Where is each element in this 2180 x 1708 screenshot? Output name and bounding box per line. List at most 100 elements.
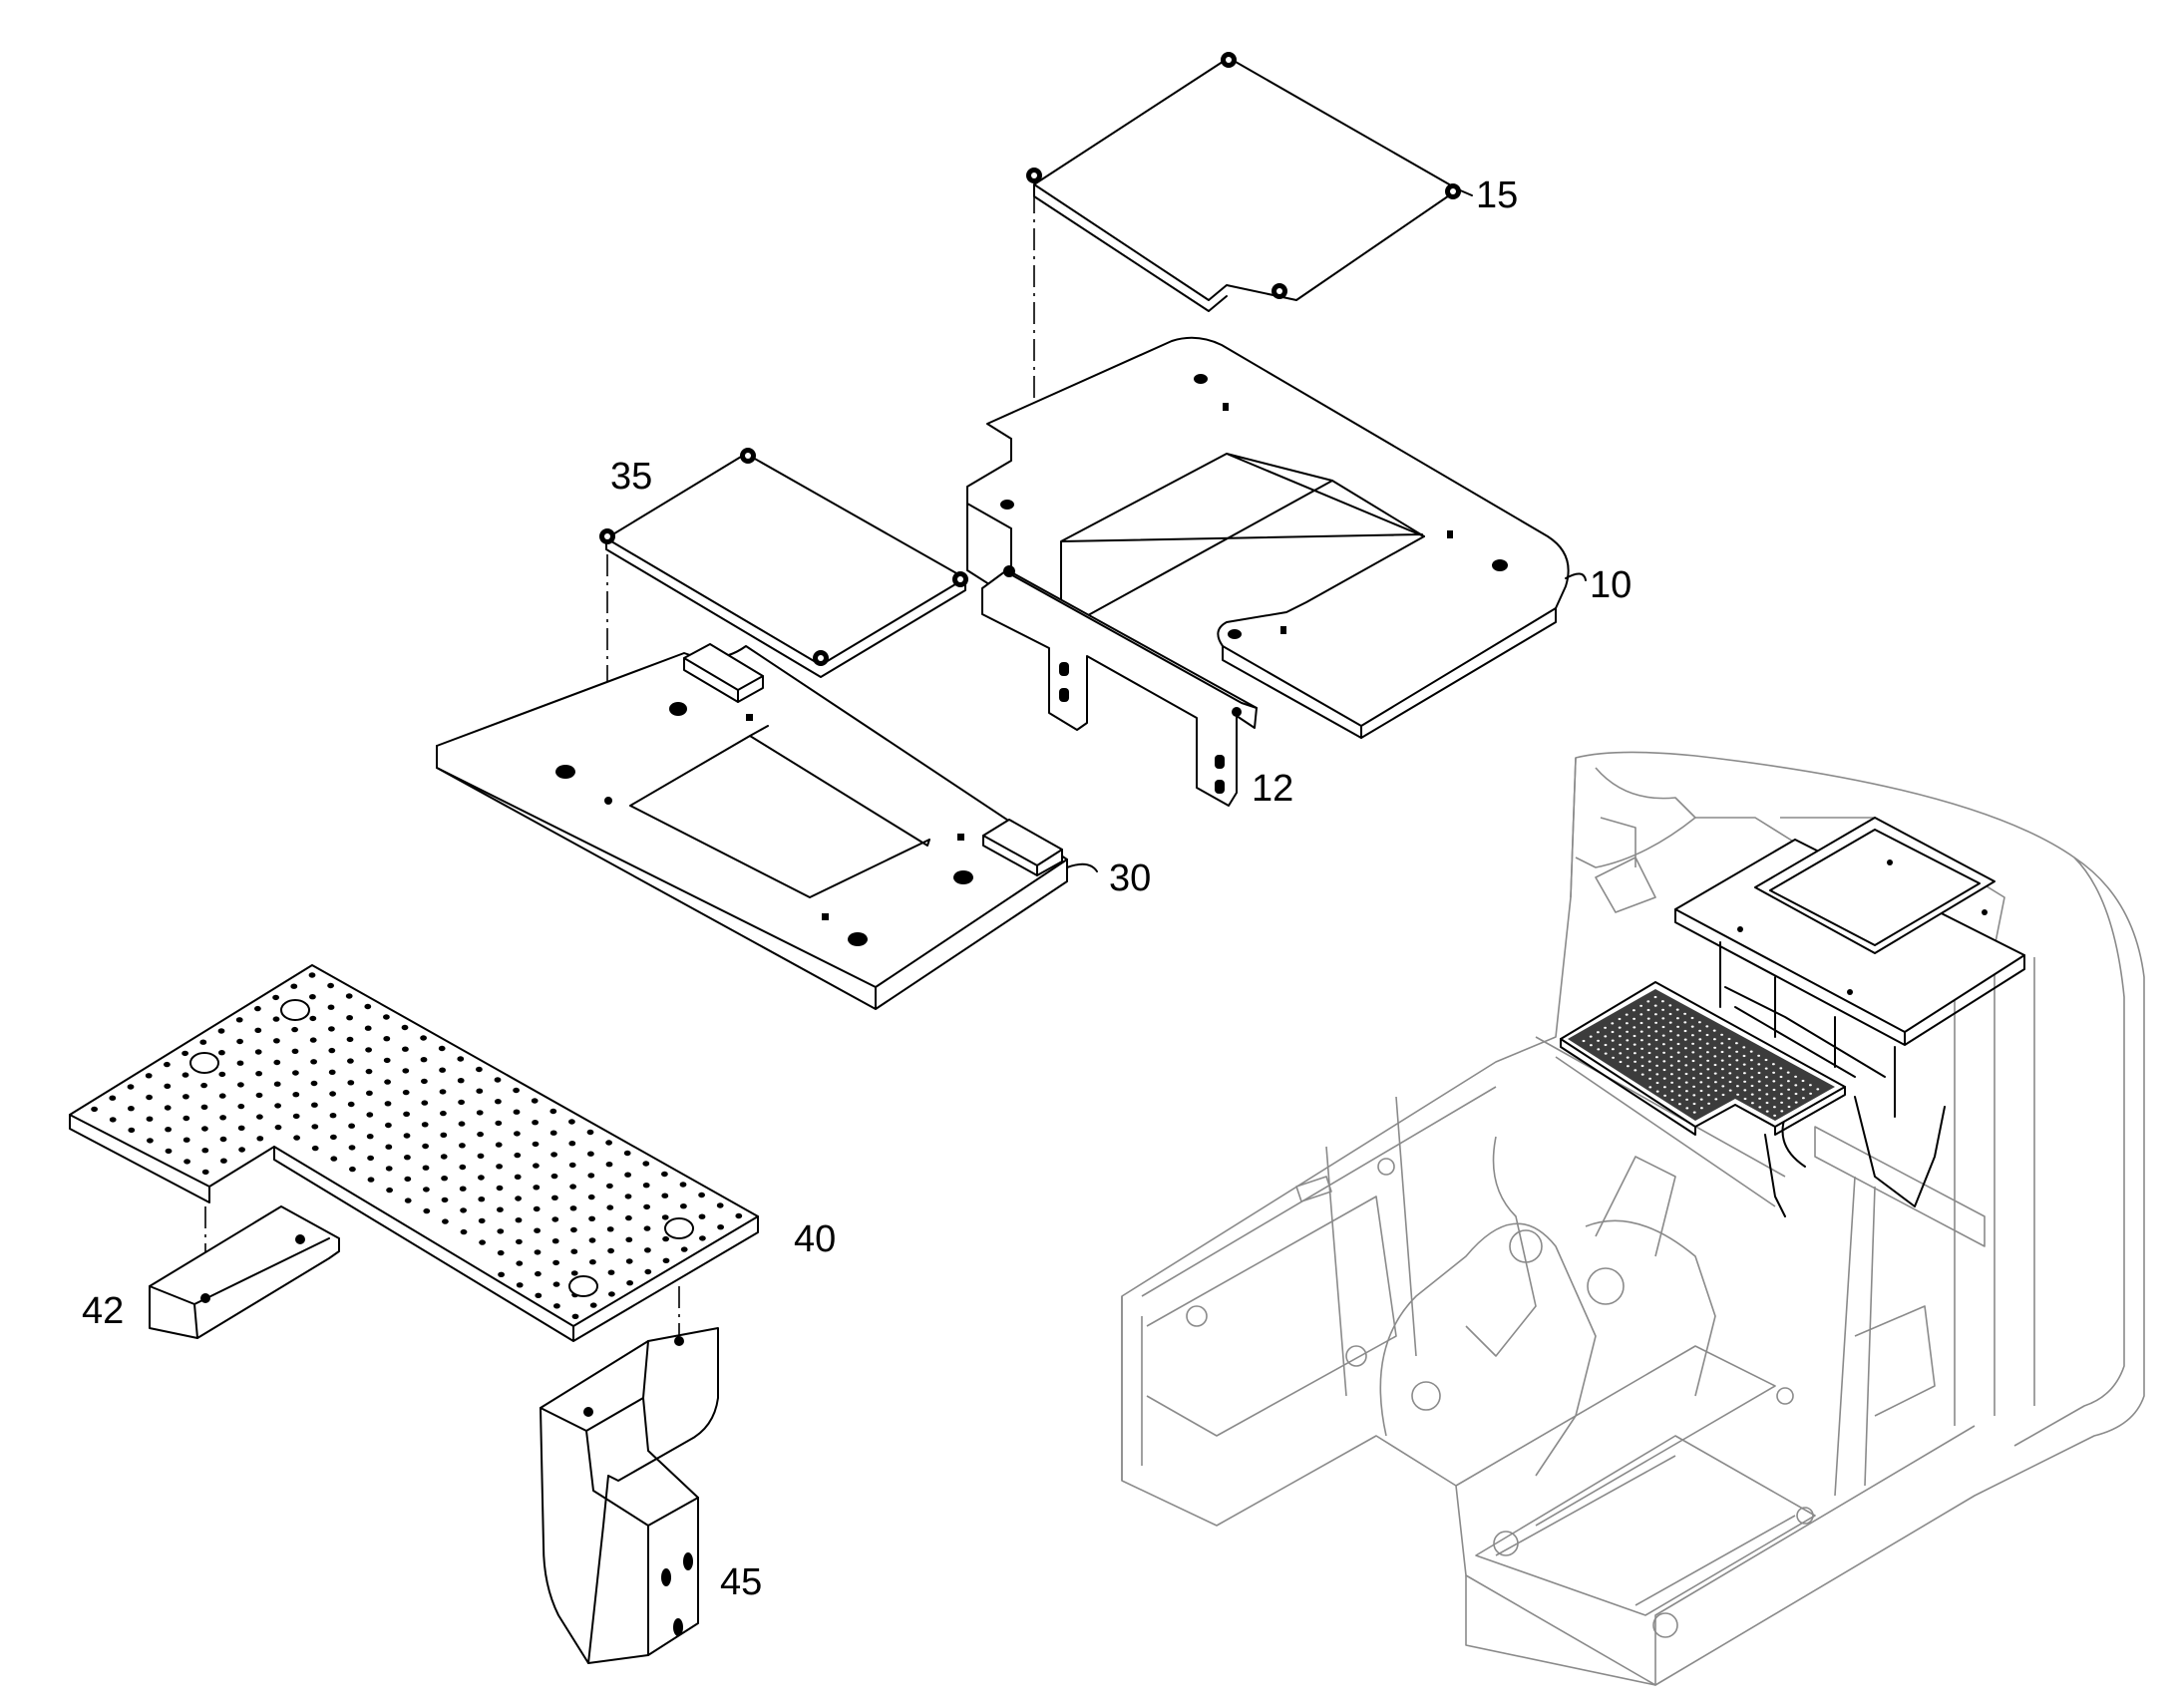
perforation-hole xyxy=(1801,1079,1805,1083)
perforation-hole xyxy=(1772,1071,1775,1074)
perforation-hole xyxy=(201,1169,209,1176)
perforation-hole xyxy=(1780,1093,1783,1096)
perforation-hole xyxy=(1691,1051,1695,1054)
perforation-hole xyxy=(1757,1080,1761,1083)
perforation-hole xyxy=(460,1207,467,1213)
perforation-hole xyxy=(384,1079,391,1085)
perforation-hole xyxy=(1720,1059,1724,1062)
perforation-hole xyxy=(498,1271,505,1278)
perforation-hole xyxy=(661,1193,669,1198)
callout-35: 35 xyxy=(610,456,652,498)
perforation-hole xyxy=(1676,1034,1680,1037)
perforation-hole xyxy=(1705,1042,1709,1045)
perforation-hole xyxy=(1684,1072,1688,1076)
perforation-hole xyxy=(1735,1050,1738,1053)
perforation-hole xyxy=(146,1094,154,1101)
perforation-hole xyxy=(1699,1089,1703,1093)
perforation-hole xyxy=(551,1216,559,1222)
perforation-hole xyxy=(238,1147,246,1153)
perforation-hole xyxy=(1676,1042,1680,1046)
perforation-hole xyxy=(127,1106,135,1112)
perforation-hole xyxy=(1626,1047,1630,1051)
perforation-hole xyxy=(328,1026,335,1032)
perforation-hole xyxy=(1691,1034,1694,1037)
perforation-hole xyxy=(607,1247,614,1254)
perforation-hole xyxy=(1713,1038,1716,1041)
perforation-hole xyxy=(440,1110,447,1117)
perforation-hole xyxy=(367,1177,375,1183)
perforation-hole xyxy=(623,1150,631,1157)
perforation-hole xyxy=(550,1173,558,1180)
perforation-hole xyxy=(1773,1106,1776,1109)
perforation-hole xyxy=(1640,1047,1643,1050)
perforation-hole xyxy=(1640,1064,1644,1068)
perforation-hole xyxy=(1597,1048,1601,1051)
leader-line-10 xyxy=(1565,572,1587,581)
perforation-hole xyxy=(642,1161,650,1167)
perforation-hole xyxy=(440,1132,448,1139)
perforation-hole xyxy=(385,1122,392,1129)
perforation-hole xyxy=(1668,1004,1672,1007)
leader-line-15 xyxy=(1457,188,1473,196)
perforation-hole xyxy=(347,1058,354,1064)
perforation-hole xyxy=(717,1224,724,1230)
perforation-hole xyxy=(291,1048,299,1055)
perforation-hole xyxy=(1765,1084,1768,1087)
perforation-hole xyxy=(1646,1008,1650,1012)
perforation-hole xyxy=(328,1047,336,1054)
perforation-hole xyxy=(291,1026,298,1033)
perforation-hole xyxy=(680,1203,687,1209)
perforation-hole xyxy=(1787,1080,1790,1083)
perforation-hole xyxy=(200,1104,208,1111)
perforation-hole xyxy=(588,1215,595,1222)
perforation-hole xyxy=(327,1004,335,1010)
perforation-hole xyxy=(366,1090,373,1097)
perforation-hole xyxy=(219,1136,227,1143)
part-15-cover-plate xyxy=(1026,52,1461,312)
perforation-hole xyxy=(1677,1060,1680,1063)
perforation-hole xyxy=(217,1028,225,1034)
perforation-hole xyxy=(1749,1050,1753,1053)
perforation-hole xyxy=(1699,1098,1703,1101)
perforation-hole xyxy=(1758,1089,1761,1092)
perforation-hole xyxy=(1619,1043,1622,1046)
perforation-hole xyxy=(534,1249,542,1255)
callout-10: 10 xyxy=(1590,564,1632,606)
perforation-hole xyxy=(1669,1038,1672,1041)
perforation-hole xyxy=(404,1176,412,1183)
perforation-hole xyxy=(1765,1101,1769,1105)
perforation-hole xyxy=(403,1133,411,1139)
perforation-hole xyxy=(255,1092,263,1099)
perforation-hole xyxy=(1670,1098,1674,1102)
perforation-hole xyxy=(606,1226,614,1232)
perforation-hole xyxy=(457,1056,465,1062)
perforation-hole xyxy=(1692,1085,1695,1088)
perforation-hole xyxy=(1772,1080,1776,1083)
perforation-hole xyxy=(1698,1046,1702,1050)
perforation-hole xyxy=(497,1228,505,1234)
perforation-hole xyxy=(605,1162,613,1168)
perforation-hole xyxy=(442,1218,449,1224)
perforation-hole xyxy=(1735,1059,1739,1062)
perforation-hole xyxy=(273,1081,281,1087)
perforation-hole xyxy=(1634,1060,1636,1063)
perforation-hole xyxy=(1779,1067,1783,1070)
perforation-hole xyxy=(182,1115,190,1122)
part-30-base-plate xyxy=(436,643,1068,1010)
perforation-hole xyxy=(571,1313,579,1320)
perforation-hole xyxy=(1677,1085,1681,1089)
perforation-hole xyxy=(552,1281,560,1287)
perforation-hole xyxy=(1684,1064,1688,1067)
perforation-hole xyxy=(570,1248,578,1254)
perforation-hole xyxy=(1654,1030,1658,1033)
perforation-hole xyxy=(401,1024,409,1031)
perforation-hole xyxy=(1677,1077,1681,1080)
perforation-hole xyxy=(1663,1086,1666,1089)
perforation-hole xyxy=(1773,1114,1776,1117)
part-12-bracket xyxy=(981,565,1258,807)
perforation-hole xyxy=(1690,1025,1694,1028)
perforation-hole xyxy=(1713,1072,1717,1075)
perforation-hole xyxy=(1653,1004,1657,1007)
perforation-hole xyxy=(1597,1039,1600,1042)
perforation-hole xyxy=(383,1014,390,1020)
